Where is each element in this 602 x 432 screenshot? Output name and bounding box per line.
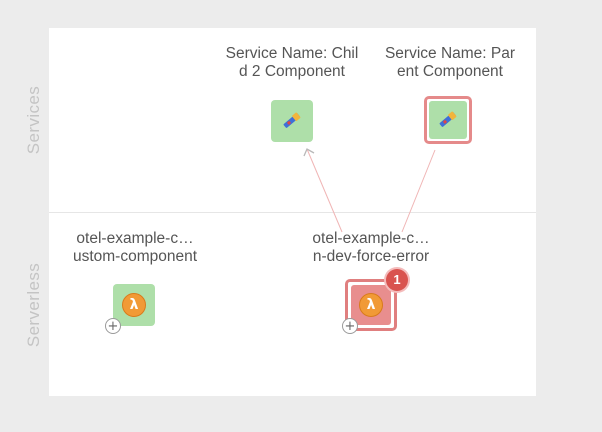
- serverless-node-force-error[interactable]: λ: [345, 279, 397, 331]
- node-label-line: d 2 Component: [239, 63, 345, 80]
- expand-button-custom[interactable]: +: [105, 318, 121, 334]
- telescope-icon: [283, 112, 301, 128]
- service-node-child2[interactable]: [271, 100, 313, 142]
- node-label-child2: Service Name: Chil d 2 Component: [212, 45, 372, 81]
- node-label-line: ustom-component: [72, 248, 198, 265]
- edge-arrowhead: [303, 148, 315, 157]
- telescope-icon: [439, 111, 457, 127]
- node-inner: λ: [351, 285, 391, 325]
- edge-force-error-to-child2: [306, 148, 343, 233]
- node-label-line: Service Name: Chil: [225, 45, 359, 62]
- node-label-line: otel-example-c…: [312, 230, 430, 247]
- node-label-line: n-dev-force-error: [312, 248, 430, 265]
- node-label-line: Service Name: Par: [384, 45, 516, 62]
- edge-force-error-to-parent: [401, 149, 436, 233]
- node-label-line: ent Component: [397, 63, 503, 80]
- node-label-parent: Service Name: Par ent Component: [370, 45, 530, 81]
- serverless-node-custom[interactable]: λ: [113, 284, 155, 326]
- node-label-line: otel-example-c…: [76, 230, 194, 247]
- node-label-force-error: otel-example-c… n-dev-force-error: [291, 230, 451, 266]
- node-label-custom: otel-example-c… ustom-component: [55, 230, 215, 266]
- service-node-parent[interactable]: [424, 96, 472, 144]
- aws-lambda-icon: λ: [359, 293, 383, 317]
- node-inner: [429, 101, 467, 139]
- error-count-badge: 1: [386, 269, 408, 291]
- aws-lambda-icon: λ: [122, 293, 146, 317]
- expand-button-force-error[interactable]: +: [342, 318, 358, 334]
- lane-divider: [49, 212, 536, 213]
